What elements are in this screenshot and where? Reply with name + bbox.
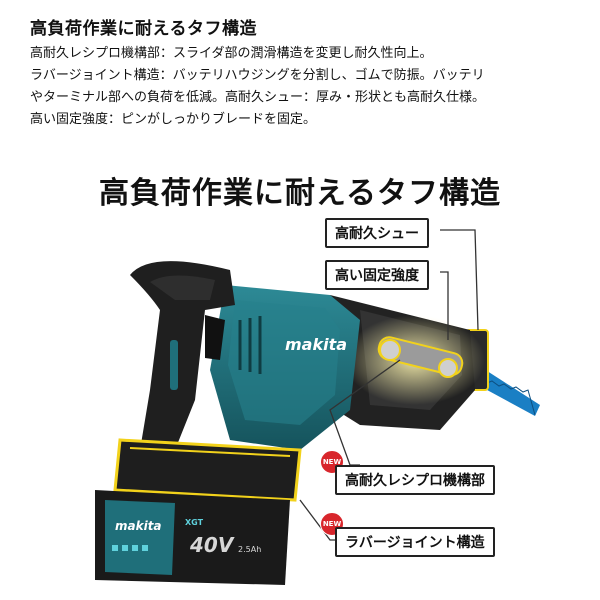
callout-durable-shoe: 高耐久シュー: [325, 218, 429, 248]
battery-housing: [113, 438, 302, 502]
callout-fixing-strength: 高い固定強度: [325, 260, 429, 290]
brand-logo: makita: [285, 335, 347, 354]
description-block: 高負荷作業に耐えるタフ構造 高耐久レシプロ機構部：スライダ部の潤滑構造を変更し耐…: [30, 14, 590, 131]
callout-rubber-joint: ラバージョイント構造: [335, 527, 495, 557]
motor-body: makita: [210, 285, 360, 450]
reciprocating-saw-illustration: makita makita XGT 40V 2.5Ah: [95, 229, 540, 585]
description-line: ラバージョイント構造：バッテリハウジングを分割し、ゴムで防振。バッテリ: [30, 68, 485, 83]
description-title: 高負荷作業に耐えるタフ構造: [30, 19, 257, 39]
battery-pack: makita XGT 40V 2.5Ah: [95, 490, 290, 585]
battery-capacity-label: 2.5Ah: [238, 545, 261, 554]
description-line: 高い固定強度：ピンがしっかりブレードを固定。: [30, 112, 317, 127]
description-line: 高耐久レシプロ機構部：スライダ部の潤滑構造を変更し耐久性向上。: [30, 46, 433, 61]
battery-voltage-label: 40V: [189, 533, 235, 557]
callout-recipro-mechanism: 高耐久レシプロ機構部: [335, 465, 495, 495]
trigger: [205, 315, 225, 360]
battery-brand-logo: makita: [115, 519, 162, 533]
banner-title: 高負荷作業に耐えるタフ構造: [98, 176, 502, 211]
recipro-mechanism: [345, 315, 485, 405]
vent-slots: [238, 316, 262, 374]
handle: [130, 261, 235, 450]
battery-gauge: [112, 545, 148, 551]
description-line: やターミナル部への負荷を低減。高耐久シュー：厚み・形状とも高耐久仕様。: [30, 90, 486, 105]
battery-series-label: XGT: [185, 518, 204, 527]
